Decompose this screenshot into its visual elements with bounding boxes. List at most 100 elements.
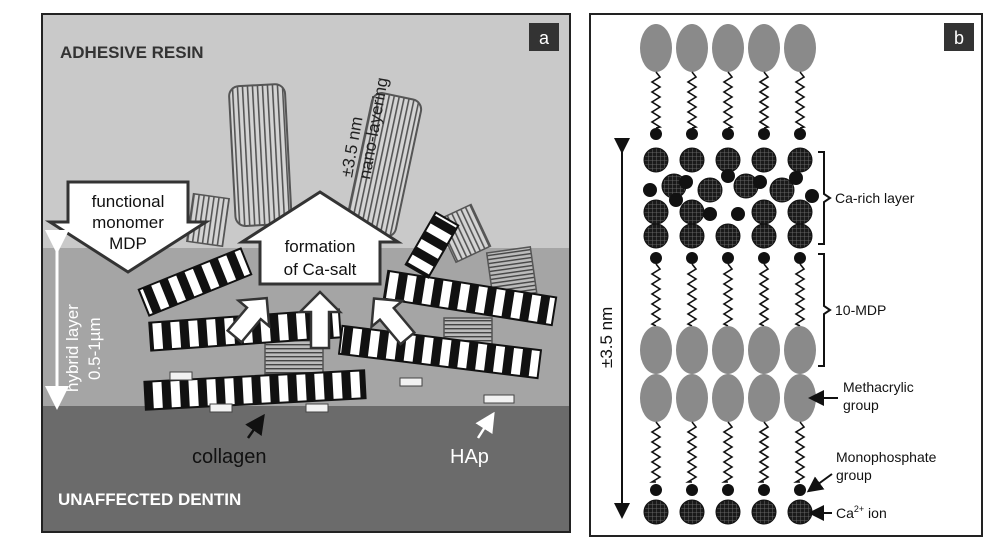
collagen-fibril: [137, 247, 253, 317]
hap-label: HAp: [450, 446, 489, 468]
calcium-ion: [679, 223, 705, 249]
functional-monomer-arrow: [44, 180, 212, 274]
dentin-region: [42, 406, 570, 532]
phosphate-group: [650, 252, 662, 264]
calcium-ion: [769, 177, 795, 203]
formation-label-2: of Ca-salt: [284, 260, 357, 279]
methacrylic-group: [748, 24, 780, 72]
phosphate-group: [794, 252, 806, 264]
alkyl-chain: [722, 71, 735, 129]
calcium-ion: [679, 199, 705, 225]
formation-arrow: [236, 190, 404, 286]
alkyl-chain: [758, 71, 771, 129]
methacrylic-label-1: Methacrylic: [843, 379, 914, 395]
hap-crystal: [169, 371, 193, 381]
phosphate-group: [650, 128, 662, 140]
calcium-ion: [715, 499, 741, 525]
methacrylic-group: [712, 326, 744, 374]
methacrylic-group: [784, 326, 816, 374]
alkyl-chain: [757, 421, 770, 483]
phosphate-group: [794, 128, 806, 140]
ca-ion-label: Ca2+ ion: [836, 504, 887, 521]
ca-rich-layer-label: Ca-rich layer: [835, 190, 915, 206]
methacrylic-group: [676, 374, 708, 422]
alkyl-chain: [650, 71, 663, 129]
calcium-ion: [643, 223, 669, 249]
hybrid-layer-label-2: 0.5-1µm: [85, 317, 104, 380]
thickness-label: ±3.5 nm: [597, 307, 616, 368]
phosphate-group: [722, 484, 734, 496]
small-up-arrow: [225, 296, 271, 344]
hap-pointer: [475, 411, 495, 439]
nano-layer-pillar: [228, 83, 293, 227]
panel-a-badge-text: a: [539, 28, 550, 48]
free-ion: [721, 169, 735, 183]
methacrylic-group: [748, 374, 780, 422]
functional-monomer-label-1: functional: [92, 192, 165, 211]
calcium-ion: [787, 199, 813, 225]
hap-crystal: [305, 403, 329, 413]
phosphate-group: [758, 252, 770, 264]
methacrylic-group: [676, 24, 708, 72]
adhesive-resin-label: ADHESIVE RESIN: [60, 43, 204, 62]
collagen-label: collagen: [192, 446, 267, 468]
functional-monomer-label-2: monomer: [92, 213, 164, 232]
panel-b-badge-text: b: [954, 28, 964, 48]
methacrylic-label-2: group: [843, 397, 879, 413]
hap-crystal: [399, 377, 423, 387]
calcium-ion: [751, 223, 777, 249]
calcium-ion: [679, 499, 705, 525]
small-up-arrow: [296, 290, 344, 350]
methacrylic-group: [748, 326, 780, 374]
crystal-block: [185, 192, 231, 248]
calcium-ion: [643, 499, 669, 525]
free-ion: [679, 175, 693, 189]
phosphate-group: [686, 252, 698, 264]
calcium-ion: [715, 147, 741, 173]
phosphate-group: [650, 484, 662, 496]
alkyl-chain: [758, 263, 770, 327]
calcium-ion: [679, 147, 705, 173]
panel-b-badge: [944, 23, 974, 51]
methacrylic-group: [784, 24, 816, 72]
functional-monomer-label-3: MDP: [109, 234, 147, 253]
phosphate-group: [758, 128, 770, 140]
collagen-fibril: [337, 324, 543, 380]
calcium-ion: [697, 177, 723, 203]
phosphate-group: [722, 252, 734, 264]
free-ion: [643, 183, 657, 197]
monophosphate-label-2: group: [836, 467, 872, 483]
calcium-ion: [787, 499, 813, 525]
calcium-ion: [787, 223, 813, 249]
alkyl-chain: [794, 71, 807, 129]
free-ion: [753, 175, 767, 189]
free-ion: [805, 189, 819, 203]
alkyl-chain: [686, 71, 699, 129]
ca-rich-bracket: [818, 151, 832, 245]
methacrylic-group: [640, 326, 672, 374]
hap-crystal: [209, 403, 233, 413]
methacrylic-group: [676, 326, 708, 374]
calcium-ion: [643, 147, 669, 173]
alkyl-chain: [721, 421, 734, 483]
hybrid-layer-label-1: hybrid layer: [63, 304, 82, 392]
mdp-bracket: [818, 253, 832, 367]
methacrylic-group: [784, 374, 816, 422]
collagen-fibril: [404, 211, 460, 279]
alkyl-chain: [685, 421, 698, 483]
panel-b: b ±3.5 nm Ca-rich layer 10-MDP Methacryl…: [589, 13, 983, 537]
small-up-arrow: [370, 297, 417, 346]
phosphate-group: [686, 128, 698, 140]
panel-a: a ADHESIVE RESIN UNAFFECTED DENTIN ±3.5 …: [41, 13, 571, 533]
calcium-ion: [715, 223, 741, 249]
calcium-ion: [751, 199, 777, 225]
unaffected-dentin-label: UNAFFECTED DENTIN: [58, 490, 241, 509]
monophosphate-label-1: Monophosphate: [836, 449, 937, 465]
phosphate-group: [758, 484, 770, 496]
alkyl-chain: [722, 263, 734, 327]
free-ion: [789, 171, 803, 185]
monophosphate-pointer: [806, 473, 833, 493]
collagen-pointer: [245, 413, 265, 439]
hap-crystal: [483, 394, 515, 404]
methacrylic-group: [712, 374, 744, 422]
